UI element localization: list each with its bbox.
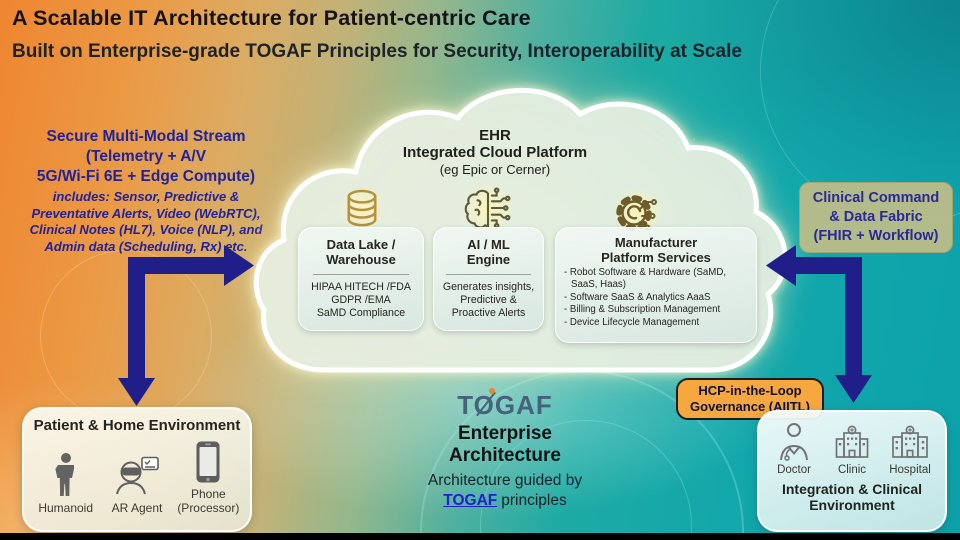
divider — [312, 274, 410, 275]
database-icon — [340, 186, 384, 232]
icon-label: Humanoid — [38, 500, 94, 515]
list-item: AR Agent — [102, 454, 173, 516]
togaf-logo: TOGAF — [457, 388, 553, 421]
manufacturer-title: Manufacturer Platform Services — [601, 235, 711, 265]
ai-ml-title: AI / ML Engine — [466, 237, 511, 267]
data-lake-body: HIPAA HITECH /FDA GDPR /EMA SaMD Complia… — [311, 281, 411, 319]
clinical-command-label: Clinical Command & Data Fabric (FHIR + W… — [799, 182, 953, 253]
patient-home-title: Patient & Home Environment — [33, 417, 241, 434]
list-item: Humanoid — [30, 452, 101, 516]
patient-home-icons: Humanoid AR Agent Pho — [24, 440, 250, 515]
icon-label: Hospital — [889, 464, 931, 476]
manufacturer-box: Manufacturer Platform Services Robot Sof… — [555, 227, 757, 343]
icon-label: Clinic — [837, 464, 867, 476]
list-item: Billing & Subscription Management — [564, 304, 749, 316]
left-arrow-horizontal — [128, 257, 224, 274]
togaf-heading: Enterprise Architecture — [449, 423, 561, 466]
togaf-logo-text: TOGAF — [457, 390, 553, 420]
togaf-caption-suffix: principles — [501, 492, 567, 509]
togaf-link[interactable]: TOGAF — [443, 492, 498, 509]
ehr-note: (eg Epic or Cerner) — [439, 162, 551, 177]
clinical-environment-panel: Doctor Clinic — [757, 410, 947, 532]
icon-label: Doctor — [777, 464, 811, 476]
list-item: Software SaaS & Analytics AaaS — [564, 292, 749, 304]
list-item: Hospital — [881, 424, 938, 478]
governance-badge: HCP-in-the-Loop Governance (AIITL) — [676, 378, 824, 420]
phone-icon — [196, 441, 220, 483]
left-arrow-vertical — [128, 257, 145, 379]
circuit-arc-decoration — [40, 250, 212, 422]
list-item: Phone (Processor) — [173, 440, 244, 515]
manufacturer-services-list: Robot Software & Hardware (SaMD, SaaS, H… — [556, 265, 756, 329]
secure-stream-details: includes: Sensor, Predictive & Preventat… — [29, 189, 263, 254]
patient-home-panel: Patient & Home Environment Humanoid AR A… — [22, 407, 252, 532]
divider — [445, 274, 531, 275]
list-item: Clinic — [823, 424, 880, 478]
data-lake-box: Data Lake / Warehouse HIPAA HITECH /FDA … — [298, 227, 424, 331]
ai-brain-circuit-icon — [462, 184, 514, 232]
togaf-caption-prefix: Architecture guided by — [427, 472, 583, 489]
icon-label: Phone (Processor) — [177, 487, 240, 515]
page-title: A Scalable IT Architecture for Patient-c… — [12, 6, 531, 30]
togaf-section: TOGAF Enterprise Architecture Architectu… — [392, 388, 618, 511]
list-item: Robot Software & Hardware (SaMD, SaaS, H… — [564, 267, 749, 292]
hospital-icon — [892, 425, 928, 458]
ehr-platform-header: EHR Integrated Cloud Platform (eg Epic o… — [370, 127, 620, 177]
ar-agent-icon — [116, 456, 159, 494]
icon-label: AR Agent — [111, 500, 163, 515]
togaf-orbit-dot — [489, 388, 496, 394]
list-item: Doctor — [765, 422, 822, 478]
ai-ml-body: Generates insights, Predictive & Proacti… — [442, 281, 535, 319]
right-arrow-vertical — [845, 257, 862, 377]
page-subtitle: Built on Enterprise-grade TOGAF Principl… — [12, 41, 742, 62]
clinic-icon — [835, 425, 869, 458]
ai-ml-box: AI / ML Engine Generates insights, Predi… — [433, 227, 544, 331]
list-item: Device Lifecycle Management — [564, 317, 749, 329]
letterbox-bar — [0, 533, 960, 540]
ehr-title: EHR — [479, 127, 511, 144]
doctor-icon — [780, 423, 808, 461]
clinical-environment-title: Integration & Clinical Environment — [781, 480, 922, 514]
secure-stream-note: Secure Multi-Modal Stream (Telemetry + A… — [0, 127, 292, 255]
data-lake-title: Data Lake / Warehouse — [326, 237, 396, 267]
secure-stream-heading: Secure Multi-Modal Stream (Telemetry + A… — [36, 128, 256, 185]
humanoid-icon — [55, 452, 74, 496]
right-arrow-head-down — [835, 375, 872, 403]
clinical-environment-icons: Doctor Clinic — [759, 422, 945, 478]
ehr-subtitle: Integrated Cloud Platform — [402, 144, 588, 161]
